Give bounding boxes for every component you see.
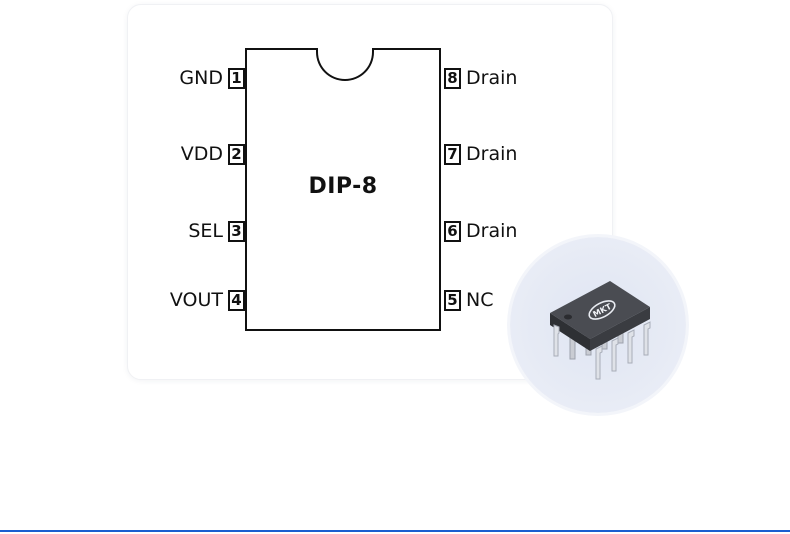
pin-8: 8 Drain xyxy=(444,65,517,91)
pin-label: Drain xyxy=(466,143,518,165)
pin-label: SEL xyxy=(188,220,223,242)
pin-number: 3 xyxy=(228,220,245,242)
pin-5: 5 NC xyxy=(444,287,493,313)
pin-label: GND xyxy=(179,67,223,89)
pin-2: VDD 2 xyxy=(181,141,245,167)
pin-number: 2 xyxy=(228,143,245,165)
pin-1: GND 1 xyxy=(179,65,245,91)
pin-number: 6 xyxy=(444,220,461,242)
pin-6: 6 Drain xyxy=(444,218,517,244)
pin-3: SEL 3 xyxy=(188,218,245,244)
dip8-chip-icon: MKT xyxy=(550,281,651,380)
pin-number: 5 xyxy=(444,289,461,311)
pin-number: 8 xyxy=(444,67,461,89)
pin-label: VOUT xyxy=(169,289,223,311)
pin-label: Drain xyxy=(466,67,518,89)
ic-package-body: DIP-8 xyxy=(245,48,441,331)
pin-number: 1 xyxy=(228,67,245,89)
pin-label: VDD xyxy=(180,143,223,165)
pin-number: 7 xyxy=(444,143,461,165)
chip-photo-badge: MKT xyxy=(510,237,686,413)
pin-7: 7 Drain xyxy=(444,141,517,167)
pin-number: 4 xyxy=(228,289,245,311)
pin-label: Drain xyxy=(466,220,518,242)
pin1-notch xyxy=(316,48,374,81)
pin-4: VOUT 4 xyxy=(170,287,245,313)
pin-label: NC xyxy=(466,289,494,311)
bottom-accent-rule xyxy=(0,530,790,532)
package-title: DIP-8 xyxy=(308,174,378,199)
